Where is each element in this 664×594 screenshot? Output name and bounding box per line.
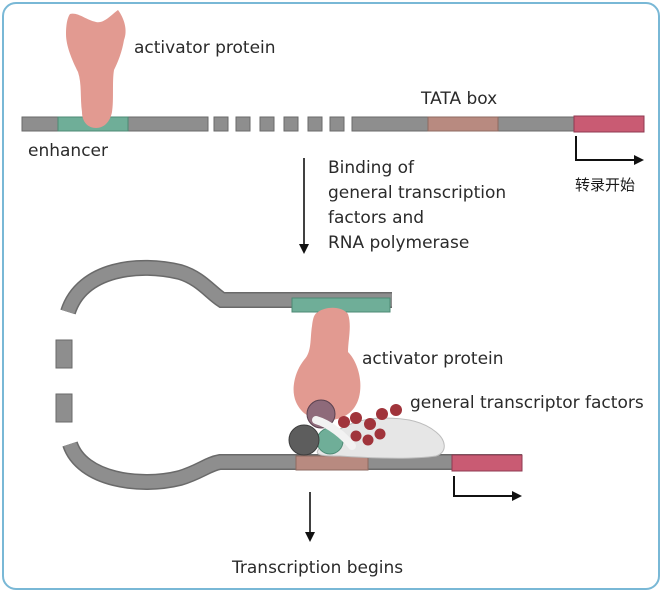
dna-dash xyxy=(329,116,345,132)
looped-dna xyxy=(55,259,523,490)
factor-circle-gray xyxy=(288,424,320,456)
binding-line-3: factors and xyxy=(328,208,424,228)
enhancer-label: enhancer xyxy=(28,141,108,161)
loop-dna-dash xyxy=(55,339,73,369)
tata-box-region xyxy=(427,116,499,132)
coding-region xyxy=(573,115,645,133)
transcription-begins-label: Transcription begins xyxy=(231,558,403,578)
top-dna-strand xyxy=(21,115,645,133)
transcription-start-arrow-bottom xyxy=(453,476,522,501)
general-factors-label: general transcriptor factors xyxy=(410,393,644,413)
binding-line-2: general transcription xyxy=(328,183,506,203)
tata-box-label: TATA box xyxy=(420,89,497,109)
dna-dash xyxy=(259,116,275,132)
dna-dash xyxy=(307,116,323,132)
tata-box-region-bottom xyxy=(295,455,369,471)
dna-dash xyxy=(235,116,251,132)
binding-line-1: Binding of xyxy=(328,158,415,178)
factor-dots xyxy=(338,404,402,446)
activator-protein-label: activator protein xyxy=(134,38,276,58)
dna-dash xyxy=(213,116,229,132)
coding-region-bottom xyxy=(451,454,523,472)
dna-dash xyxy=(283,116,299,132)
polymerase-strand xyxy=(312,416,356,450)
transcription-start-arrow xyxy=(575,136,644,165)
activator-protein-bottom-label: activator protein xyxy=(362,349,504,369)
activator-protein-bottom-shape xyxy=(293,307,361,421)
activator-protein-shape xyxy=(66,10,126,128)
transcription-start-label: 转录开始 xyxy=(575,176,635,194)
loop-dna-dash xyxy=(55,393,73,423)
binding-line-4: RNA polymerase xyxy=(328,233,469,253)
